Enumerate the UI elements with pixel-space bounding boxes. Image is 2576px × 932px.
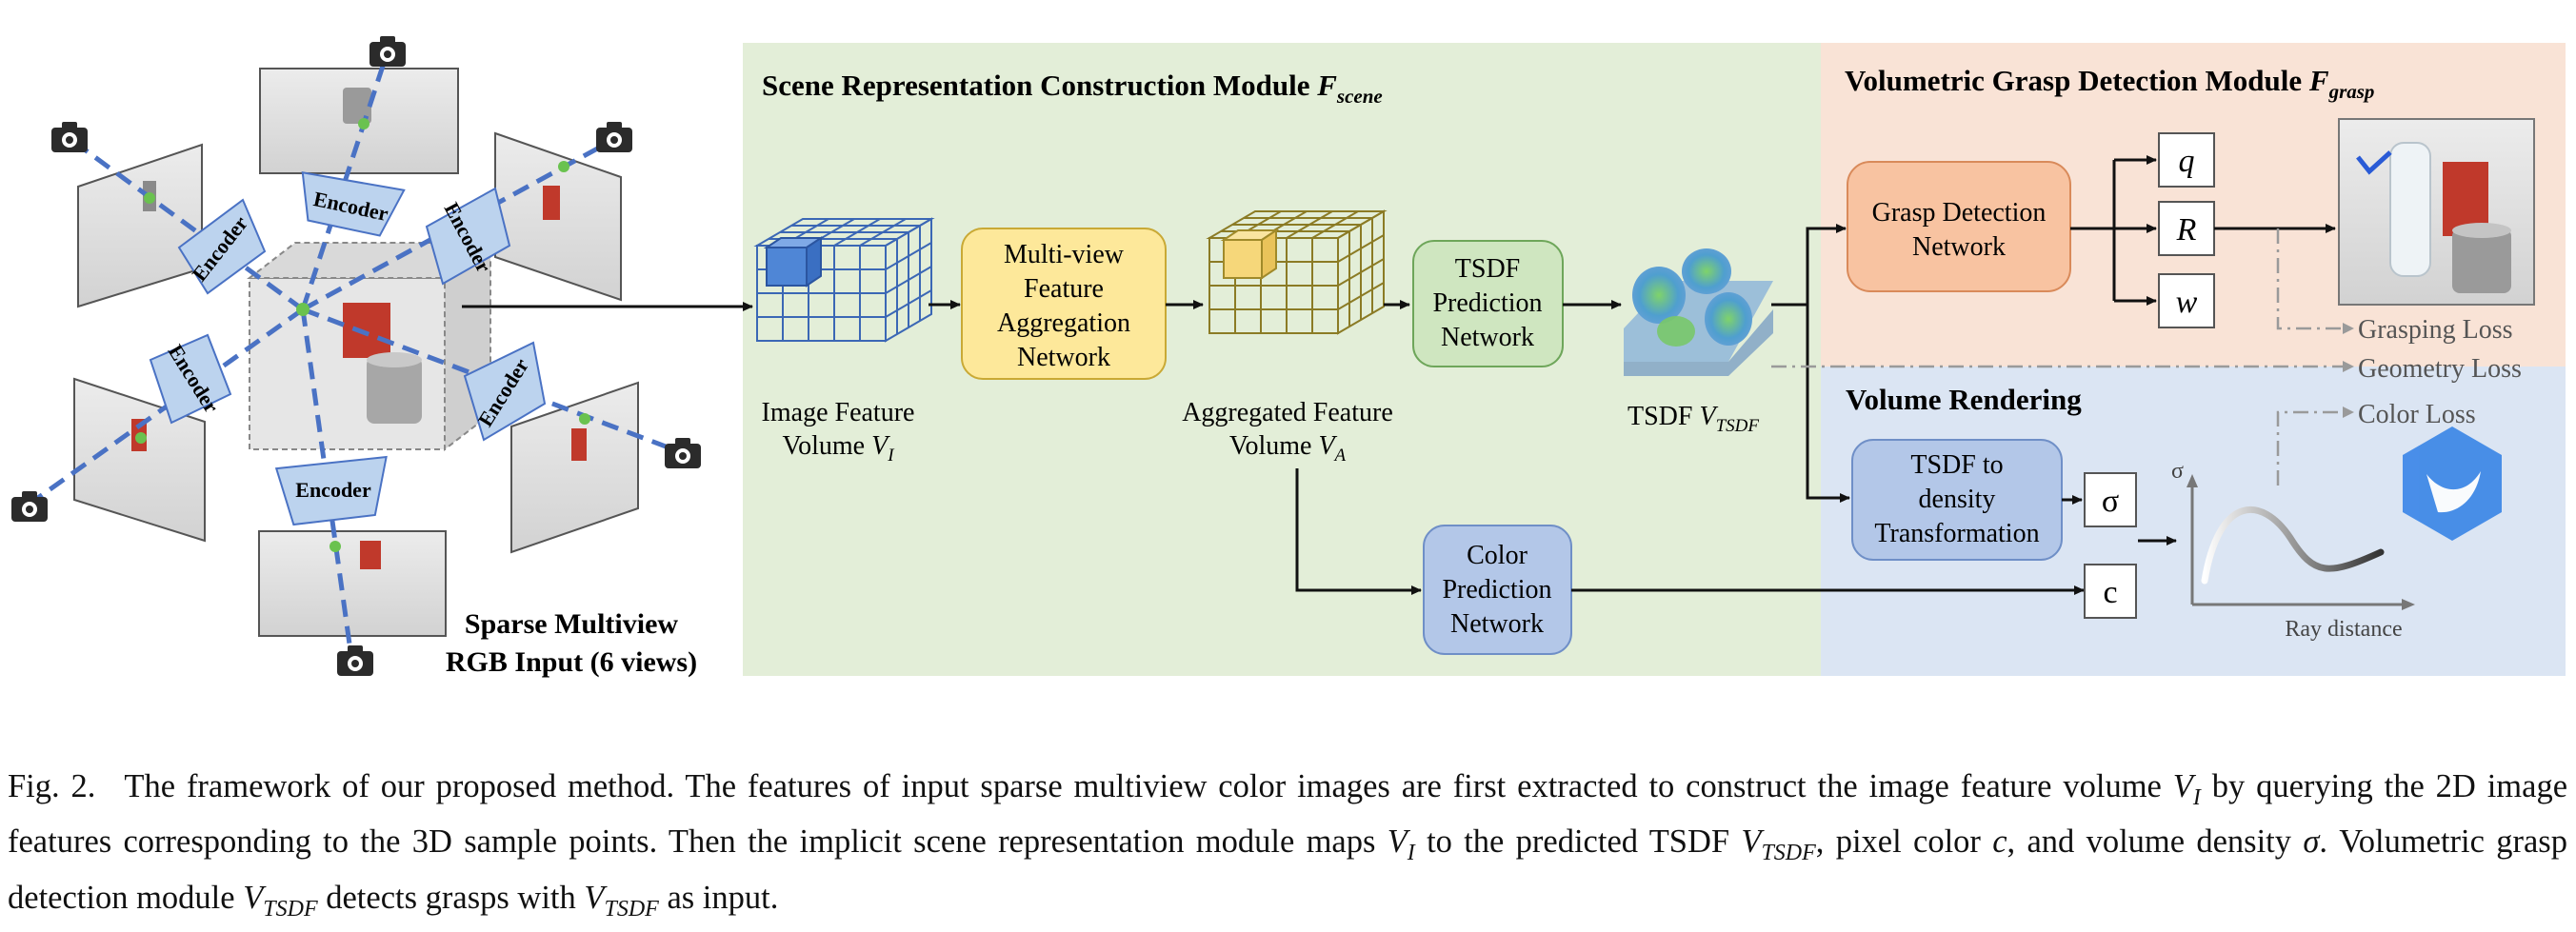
tsdf-to-density-line3: Transformation — [1874, 519, 2039, 548]
view-photo-2 — [495, 133, 621, 300]
caption-text-part7: detects grasps with — [318, 880, 585, 916]
aggregation-network-line4: Network — [1017, 343, 1110, 372]
encoder-1: Encoder — [293, 169, 404, 238]
rendering-title: Volume Rendering — [1846, 383, 2082, 416]
caption-text-part8: as input. — [659, 880, 779, 916]
caption-text-part5: , and volume density — [2007, 823, 2304, 860]
caption-symbol: V — [1741, 823, 1761, 860]
image-feature-label-line2: Volume VI — [782, 431, 895, 466]
caption-text-part3: to the predicted TSDF — [1415, 823, 1742, 860]
tsdf-to-density-line1: TSDF to — [1910, 450, 2003, 480]
grasp-detection-line1: Grasp Detection — [1872, 198, 2047, 228]
output-w-label: w — [2176, 285, 2198, 320]
color-loss-label: Color Loss — [2358, 400, 2476, 429]
camera-icon — [51, 122, 88, 152]
encoder-2: Encoder — [427, 188, 509, 284]
plot-axis-y-label: σ — [2171, 459, 2184, 484]
encoder-6: Encoder — [276, 457, 390, 525]
caption-figure-label: Fig. 2. — [8, 768, 95, 804]
c-label: c — [2103, 575, 2117, 610]
tsdf-prediction-line1: TSDF — [1455, 254, 1520, 284]
caption-subscript: TSDF — [1761, 841, 1815, 865]
input-title-line2: RGB Input (6 views) — [446, 646, 697, 678]
plot-axis-x-label: Ray distance — [2285, 617, 2402, 642]
view-photo-6 — [259, 531, 446, 636]
output-R-label: R — [2176, 212, 2197, 248]
color-prediction-line1: Color — [1467, 541, 1528, 570]
color-prediction-line3: Network — [1450, 609, 1544, 639]
caption-subscript: I — [1408, 841, 1415, 865]
figure-caption: Fig. 2. The framework of our proposed met… — [8, 764, 2567, 932]
caption-symbol: c — [1992, 823, 2007, 860]
camera-icon — [337, 645, 373, 676]
color-prediction-line2: Prediction — [1442, 575, 1551, 605]
tsdf-to-density-line2: density — [1919, 485, 1996, 514]
output-q-label: q — [2179, 144, 2195, 179]
camera-icon — [665, 438, 701, 468]
grasp-module-title: Volumetric Grasp Detection Module Fgrasp — [1845, 64, 2374, 103]
highlighted-voxel-gold — [1224, 230, 1276, 278]
grasp-result-image — [2339, 119, 2534, 305]
caption-subscript: TSDF — [604, 897, 658, 922]
aggregated-label-line2: Volume VA — [1229, 431, 1347, 466]
tsdf-prediction-line3: Network — [1441, 323, 1534, 352]
sigma-label: σ — [2102, 484, 2119, 519]
caption-symbol: σ — [2303, 823, 2319, 860]
sparse-multiview-input: Encoder Encoder Encoder Encoder Encoder … — [11, 36, 701, 678]
scene-module-title: Scene Representation Construction Module… — [762, 69, 1383, 108]
view-photo-3 — [78, 145, 202, 307]
camera-icon — [596, 122, 632, 152]
encoder-label: Encoder — [295, 478, 371, 502]
grasping-loss-label: Grasping Loss — [2358, 315, 2513, 345]
caption-subscript: TSDF — [263, 897, 317, 922]
framework-figure: Encoder Encoder Encoder Encoder Encoder … — [0, 0, 2576, 724]
camera-icon — [369, 36, 406, 67]
grasp-detection-line2: Network — [1912, 232, 2006, 262]
caption-symbol: V — [1388, 823, 1408, 860]
caption-text-part1: The framework of our proposed method. Th… — [124, 768, 2172, 804]
caption-subscript: I — [2193, 784, 2201, 809]
caption-symbol: V — [243, 880, 263, 916]
aggregated-label-line1: Aggregated Feature — [1182, 398, 1393, 427]
aggregation-network-line1: Multi-view — [1004, 240, 1125, 269]
caption-text-part4: , pixel color — [1816, 823, 1992, 860]
image-feature-label-line1: Image Feature — [762, 398, 915, 427]
aggregation-network-line2: Feature — [1024, 274, 1104, 304]
caption-symbol: V — [584, 880, 604, 916]
highlighted-voxel-blue — [767, 238, 821, 286]
tsdf-prediction-line2: Prediction — [1432, 288, 1542, 318]
input-title-line1: Sparse Multiview — [465, 608, 678, 640]
caption-symbol: V — [2173, 768, 2193, 804]
geometry-loss-label: Geometry Loss — [2358, 354, 2522, 384]
aggregation-network-line3: Aggregation — [997, 308, 1130, 338]
